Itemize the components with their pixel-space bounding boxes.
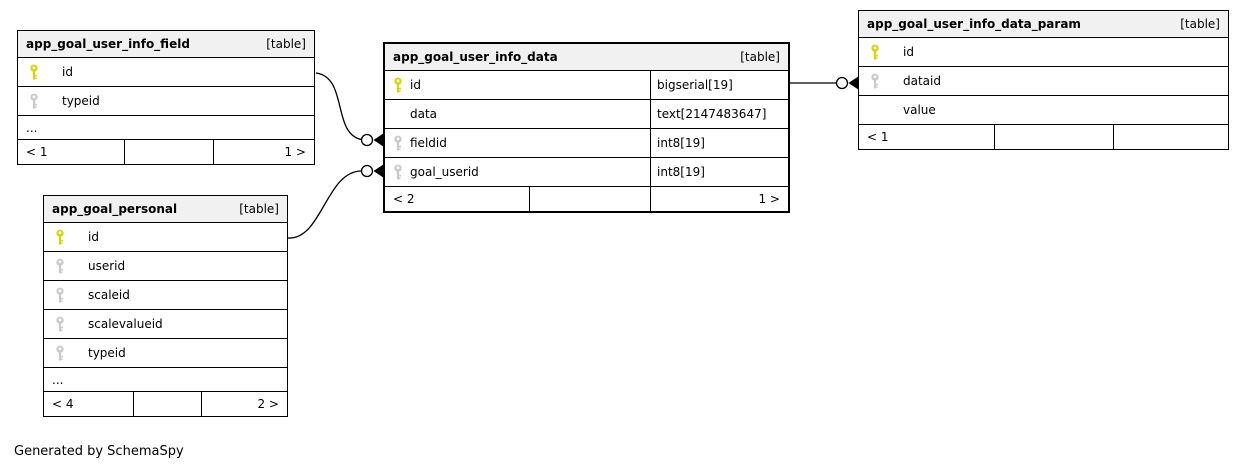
footer-spacer [529, 187, 650, 211]
table-node-app-goal-personal[interactable]: app_goal_personal [table] id userid scal… [43, 195, 288, 417]
table-node-app-goal-user-info-data-param[interactable]: app_goal_user_info_data_param [table] id… [858, 10, 1229, 150]
column-type: int8[19] [650, 129, 788, 157]
column-row: id [859, 38, 1228, 67]
incoming-degree: < 4 [52, 397, 74, 411]
table-type-tag: [table] [740, 50, 780, 64]
column-name: dataid [903, 74, 941, 88]
table-footer: < 1 1 > [18, 140, 314, 164]
column-row: goal_userid int8[19] [385, 158, 788, 187]
more-columns-ellipsis: ... [44, 368, 287, 392]
table-header[interactable]: app_goal_user_info_data [table] [385, 44, 788, 71]
column-name: typeid [62, 94, 100, 108]
column-type: bigserial[19] [650, 71, 788, 99]
column-name: fieldid [410, 136, 447, 150]
column-row: scalevalueid [44, 310, 287, 339]
incoming-degree: < 2 [393, 192, 415, 206]
primary-key-icon [393, 77, 403, 93]
table-footer: < 1 [859, 125, 1228, 149]
foreign-key-icon [55, 345, 65, 361]
incoming-degree: < 1 [26, 145, 48, 159]
footer-spacer [124, 140, 213, 164]
column-row: id [44, 223, 287, 252]
foreign-key-icon [393, 135, 403, 151]
table-header[interactable]: app_goal_personal [table] [44, 196, 287, 223]
table-header[interactable]: app_goal_user_info_data_param [table] [859, 11, 1228, 38]
column-name: id [62, 65, 73, 79]
edge-data-to-param [790, 76, 859, 90]
crows-foot-arrow [373, 133, 384, 147]
table-node-app-goal-user-info-field[interactable]: app_goal_user_info_field [table] id type… [17, 30, 315, 165]
foreign-key-icon [55, 287, 65, 303]
column-name: id [88, 230, 99, 244]
table-title[interactable]: app_goal_personal [52, 202, 178, 216]
generated-by-caption: Generated by SchemaSpy [14, 444, 184, 459]
column-row: value [859, 96, 1228, 125]
column-name: scaleid [88, 288, 130, 302]
column-row: id bigserial[19] [385, 71, 788, 100]
table-title[interactable]: app_goal_user_info_data [393, 50, 558, 64]
footer-spacer [994, 125, 1113, 149]
foreign-key-icon [29, 93, 39, 109]
table-footer: < 4 2 > [44, 392, 287, 416]
table-type-tag: [table] [1180, 17, 1220, 31]
column-type: text[2147483647] [650, 100, 788, 128]
footer-spacer [133, 392, 201, 416]
foreign-key-icon [55, 316, 65, 332]
primary-key-icon [870, 44, 880, 60]
zero-or-one-dot [360, 164, 374, 178]
table-node-app-goal-user-info-data[interactable]: app_goal_user_info_data [table] id bigse… [383, 42, 790, 213]
zero-or-one-dot [360, 133, 374, 147]
table-title[interactable]: app_goal_user_info_data_param [867, 17, 1081, 31]
column-row: scaleid [44, 281, 287, 310]
table-title[interactable]: app_goal_user_info_field [26, 37, 190, 51]
column-name: goal_userid [410, 165, 479, 179]
column-row: dataid [859, 67, 1228, 96]
column-row: data text[2147483647] [385, 100, 788, 129]
table-footer: < 2 1 > [385, 187, 788, 211]
column-type: int8[19] [650, 158, 788, 186]
primary-key-icon [29, 64, 39, 80]
more-columns-ellipsis: ... [18, 116, 314, 140]
edge-personal-to-data [287, 164, 384, 239]
foreign-key-icon [55, 258, 65, 274]
crows-foot-arrow [848, 76, 859, 90]
table-type-tag: [table] [239, 202, 279, 216]
primary-key-icon [55, 229, 65, 245]
foreign-key-icon [393, 164, 403, 180]
outgoing-degree: 1 > [650, 187, 788, 211]
outgoing-degree [1113, 125, 1228, 149]
column-name: userid [88, 259, 126, 273]
table-type-tag: [table] [266, 37, 306, 51]
column-name: typeid [88, 346, 126, 360]
table-header[interactable]: app_goal_user_info_field [table] [18, 31, 314, 58]
column-row: fieldid int8[19] [385, 129, 788, 158]
column-name: value [903, 103, 936, 117]
incoming-degree: < 1 [867, 130, 889, 144]
column-row: id [18, 58, 314, 87]
outgoing-degree: 2 > [201, 392, 287, 416]
edge-field-to-data [315, 72, 384, 147]
column-name: id [410, 78, 421, 92]
column-name: data [410, 107, 438, 121]
column-name: scalevalueid [88, 317, 163, 331]
foreign-key-icon [870, 73, 880, 89]
zero-or-one-dot [835, 76, 849, 90]
outgoing-degree: 1 > [213, 140, 314, 164]
column-row: typeid [44, 339, 287, 368]
column-row: typeid [18, 87, 314, 116]
column-row: userid [44, 252, 287, 281]
crows-foot-arrow [373, 164, 384, 178]
column-name: id [903, 45, 914, 59]
